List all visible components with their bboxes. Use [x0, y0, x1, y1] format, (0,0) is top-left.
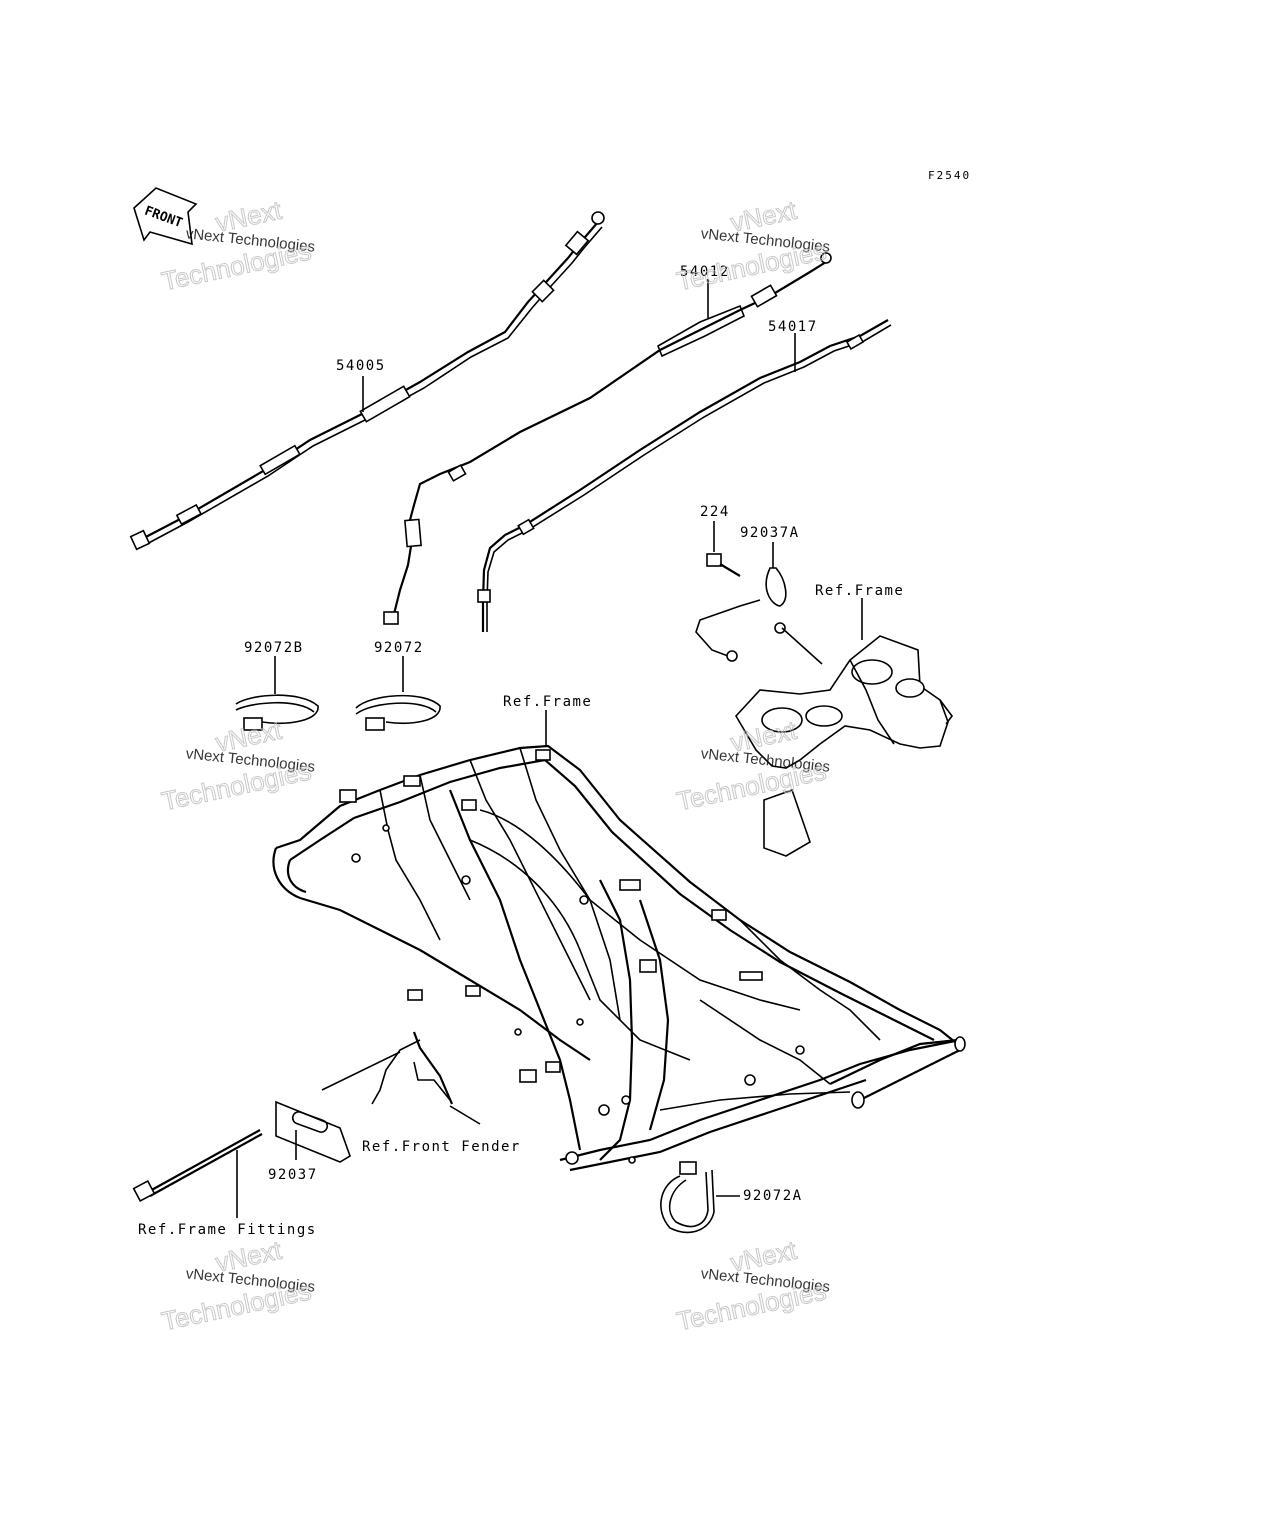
callout-ref-frame-upper: Ref.Frame [815, 583, 904, 599]
callout-54012: 54012 [680, 264, 730, 280]
callout-ref-frame-main: Ref.Frame [503, 694, 592, 710]
watermark-top-right: vNext vNext Technologies Technologies [674, 194, 831, 297]
front-arrow-icon: FRONT [133, 187, 198, 246]
steering-head-bracket [735, 635, 953, 857]
band-92072 [355, 656, 441, 731]
frame-fitting-bolt [132, 1129, 263, 1218]
watermark-bottom-left: vNext vNext Technologies Technologies [159, 1234, 316, 1337]
cable-54012 [383, 252, 832, 625]
callout-54005: 54005 [336, 358, 386, 374]
callout-92072A: 92072A [743, 1188, 803, 1204]
callout-92037A: 92037A [740, 525, 800, 541]
bolt-224 [706, 521, 741, 577]
watermark-mid-left: vNext vNext Technologies Technologies [159, 714, 316, 817]
callout-92072: 92072 [374, 640, 424, 656]
callout-224: 224 [700, 504, 730, 520]
diagram-code: F2540 [928, 169, 971, 182]
cable-54005 [129, 211, 605, 551]
plate-92037 [275, 1100, 351, 1163]
cable-54017 [477, 319, 892, 632]
main-frame [272, 744, 966, 1172]
callout-92037: 92037 [268, 1167, 318, 1183]
band-92072B [235, 656, 319, 731]
callout-ref-front-fender: Ref.Front Fender [362, 1139, 521, 1155]
band-92072A [660, 1161, 740, 1234]
leader-clamp [781, 627, 823, 665]
watermark-bottom-right: vNext vNext Technologies Technologies [674, 1234, 831, 1337]
callout-92072B: 92072B [244, 640, 304, 656]
front-fender-bracket [321, 1031, 481, 1125]
callout-ref-frame-fittings: Ref.Frame Fittings [138, 1222, 317, 1238]
clamp-92037A [695, 542, 787, 662]
callout-54017: 54017 [768, 319, 818, 335]
